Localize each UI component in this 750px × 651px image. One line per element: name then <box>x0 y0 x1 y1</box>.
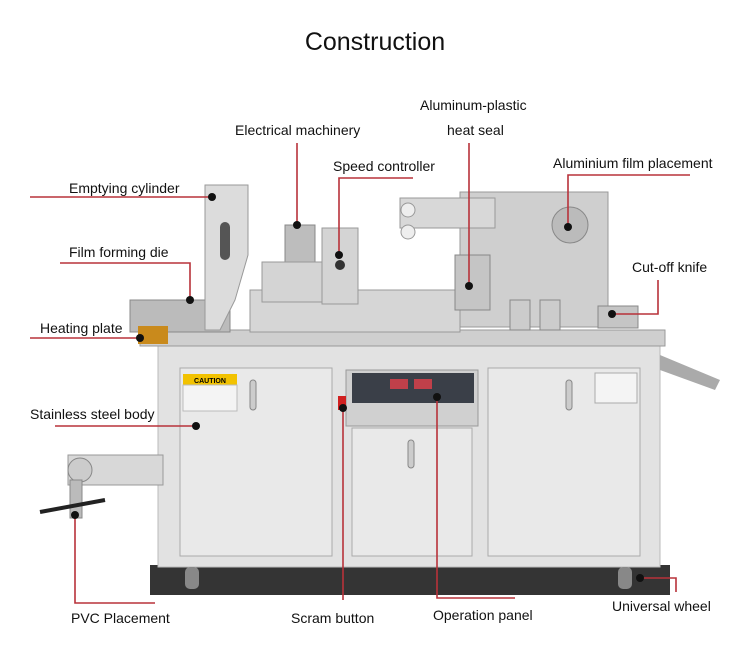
label-aluminium-film-placement: Aluminium film placement <box>553 155 713 171</box>
label-heat-seal: heat seal <box>447 122 504 138</box>
leader-dots <box>71 193 644 582</box>
scram-button <box>338 396 346 410</box>
display-2 <box>414 379 432 389</box>
display-1 <box>390 379 408 389</box>
door-handle <box>407 439 415 469</box>
label-operation-panel: Operation panel <box>433 607 533 623</box>
operation-panel <box>352 373 474 403</box>
label-aluminum-plastic: Aluminum-plastic <box>420 97 527 113</box>
leader-lines <box>30 143 690 604</box>
caution-sign <box>183 374 237 385</box>
label-emptying-cylinder: Emptying cylinder <box>69 180 180 196</box>
door-handle <box>249 379 257 411</box>
label-heating-plate: Heating plate <box>40 320 123 336</box>
diagram-title: Construction <box>304 28 446 56</box>
roller-bracket <box>399 197 496 229</box>
label-cut-off-knife: Cut-off knife <box>632 259 708 275</box>
universal-wheel <box>618 567 632 589</box>
output-chute <box>660 355 720 390</box>
label-universal-wheel: Universal wheel <box>612 598 711 614</box>
floor-shadow <box>150 565 670 595</box>
heating-plate <box>138 326 168 344</box>
label-speed-controller: Speed controller <box>333 158 435 174</box>
label-scram-button: Scram button <box>291 610 375 626</box>
label-pvc-placement: PVC Placement <box>71 610 170 626</box>
label-stainless-steel-body: Stainless steel body <box>30 406 155 422</box>
door-handle <box>565 379 573 411</box>
label-film-forming-die: Film forming die <box>69 244 169 260</box>
cut-off-knife <box>597 305 639 329</box>
caution-text: CAUTION <box>194 378 226 385</box>
heat-seal-unit <box>454 254 491 311</box>
nameplate <box>594 372 638 404</box>
wheel <box>185 567 199 589</box>
electrical-motor <box>284 224 316 266</box>
label-electrical-machinery: Electrical machinery <box>235 122 361 138</box>
